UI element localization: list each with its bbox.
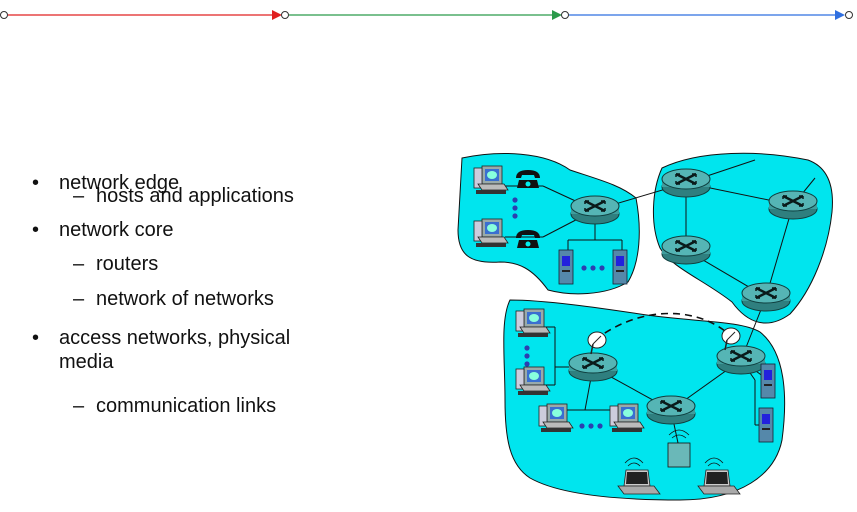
timeline-segment-2: [289, 10, 562, 20]
ellipsis-dots-icon: [581, 265, 605, 271]
timeline-node-end: [845, 11, 853, 19]
router-icon: [767, 189, 819, 221]
ellipsis-dots-icon: [512, 197, 518, 219]
bullet-access-networks-continuation: media: [59, 351, 114, 373]
subbullet-network-of-networks: network of networks: [73, 288, 274, 311]
outline-bullet-list: network edge hosts and applications netw…: [0, 0, 420, 512]
timeline-node-1: [281, 11, 289, 19]
network-diagram: [457, 152, 833, 501]
server-icon: [612, 249, 628, 285]
timeline-segment-3: [569, 10, 845, 20]
timeline-node-start: [0, 11, 8, 19]
router-icon: [567, 351, 619, 383]
wireless-signal-icon: [624, 457, 724, 467]
server-icon: [558, 249, 574, 285]
server-icon: [760, 363, 776, 399]
router-icon: [645, 394, 697, 426]
subbullet-communication-links: communication links: [73, 395, 276, 418]
server-icon: [758, 407, 774, 443]
section-progress-timeline: [0, 10, 853, 20]
router-icon: [660, 167, 712, 199]
bullet-network-core: network core: [32, 219, 173, 242]
router-icon: [740, 281, 792, 313]
timeline-node-2: [561, 11, 569, 19]
subbullet-routers: routers: [73, 253, 158, 276]
ellipsis-dots-icon: [579, 423, 603, 429]
router-icon: [660, 234, 712, 266]
ellipsis-dots-icon: [524, 345, 530, 367]
router-icon: [715, 344, 767, 376]
bullet-access-networks: access networks, physical: [32, 327, 290, 350]
timeline-segment-1: [8, 10, 282, 20]
wireless-access-point-icon: [667, 429, 691, 468]
router-icon: [569, 194, 621, 226]
subbullet-hosts-applications: hosts and applications: [73, 185, 294, 208]
